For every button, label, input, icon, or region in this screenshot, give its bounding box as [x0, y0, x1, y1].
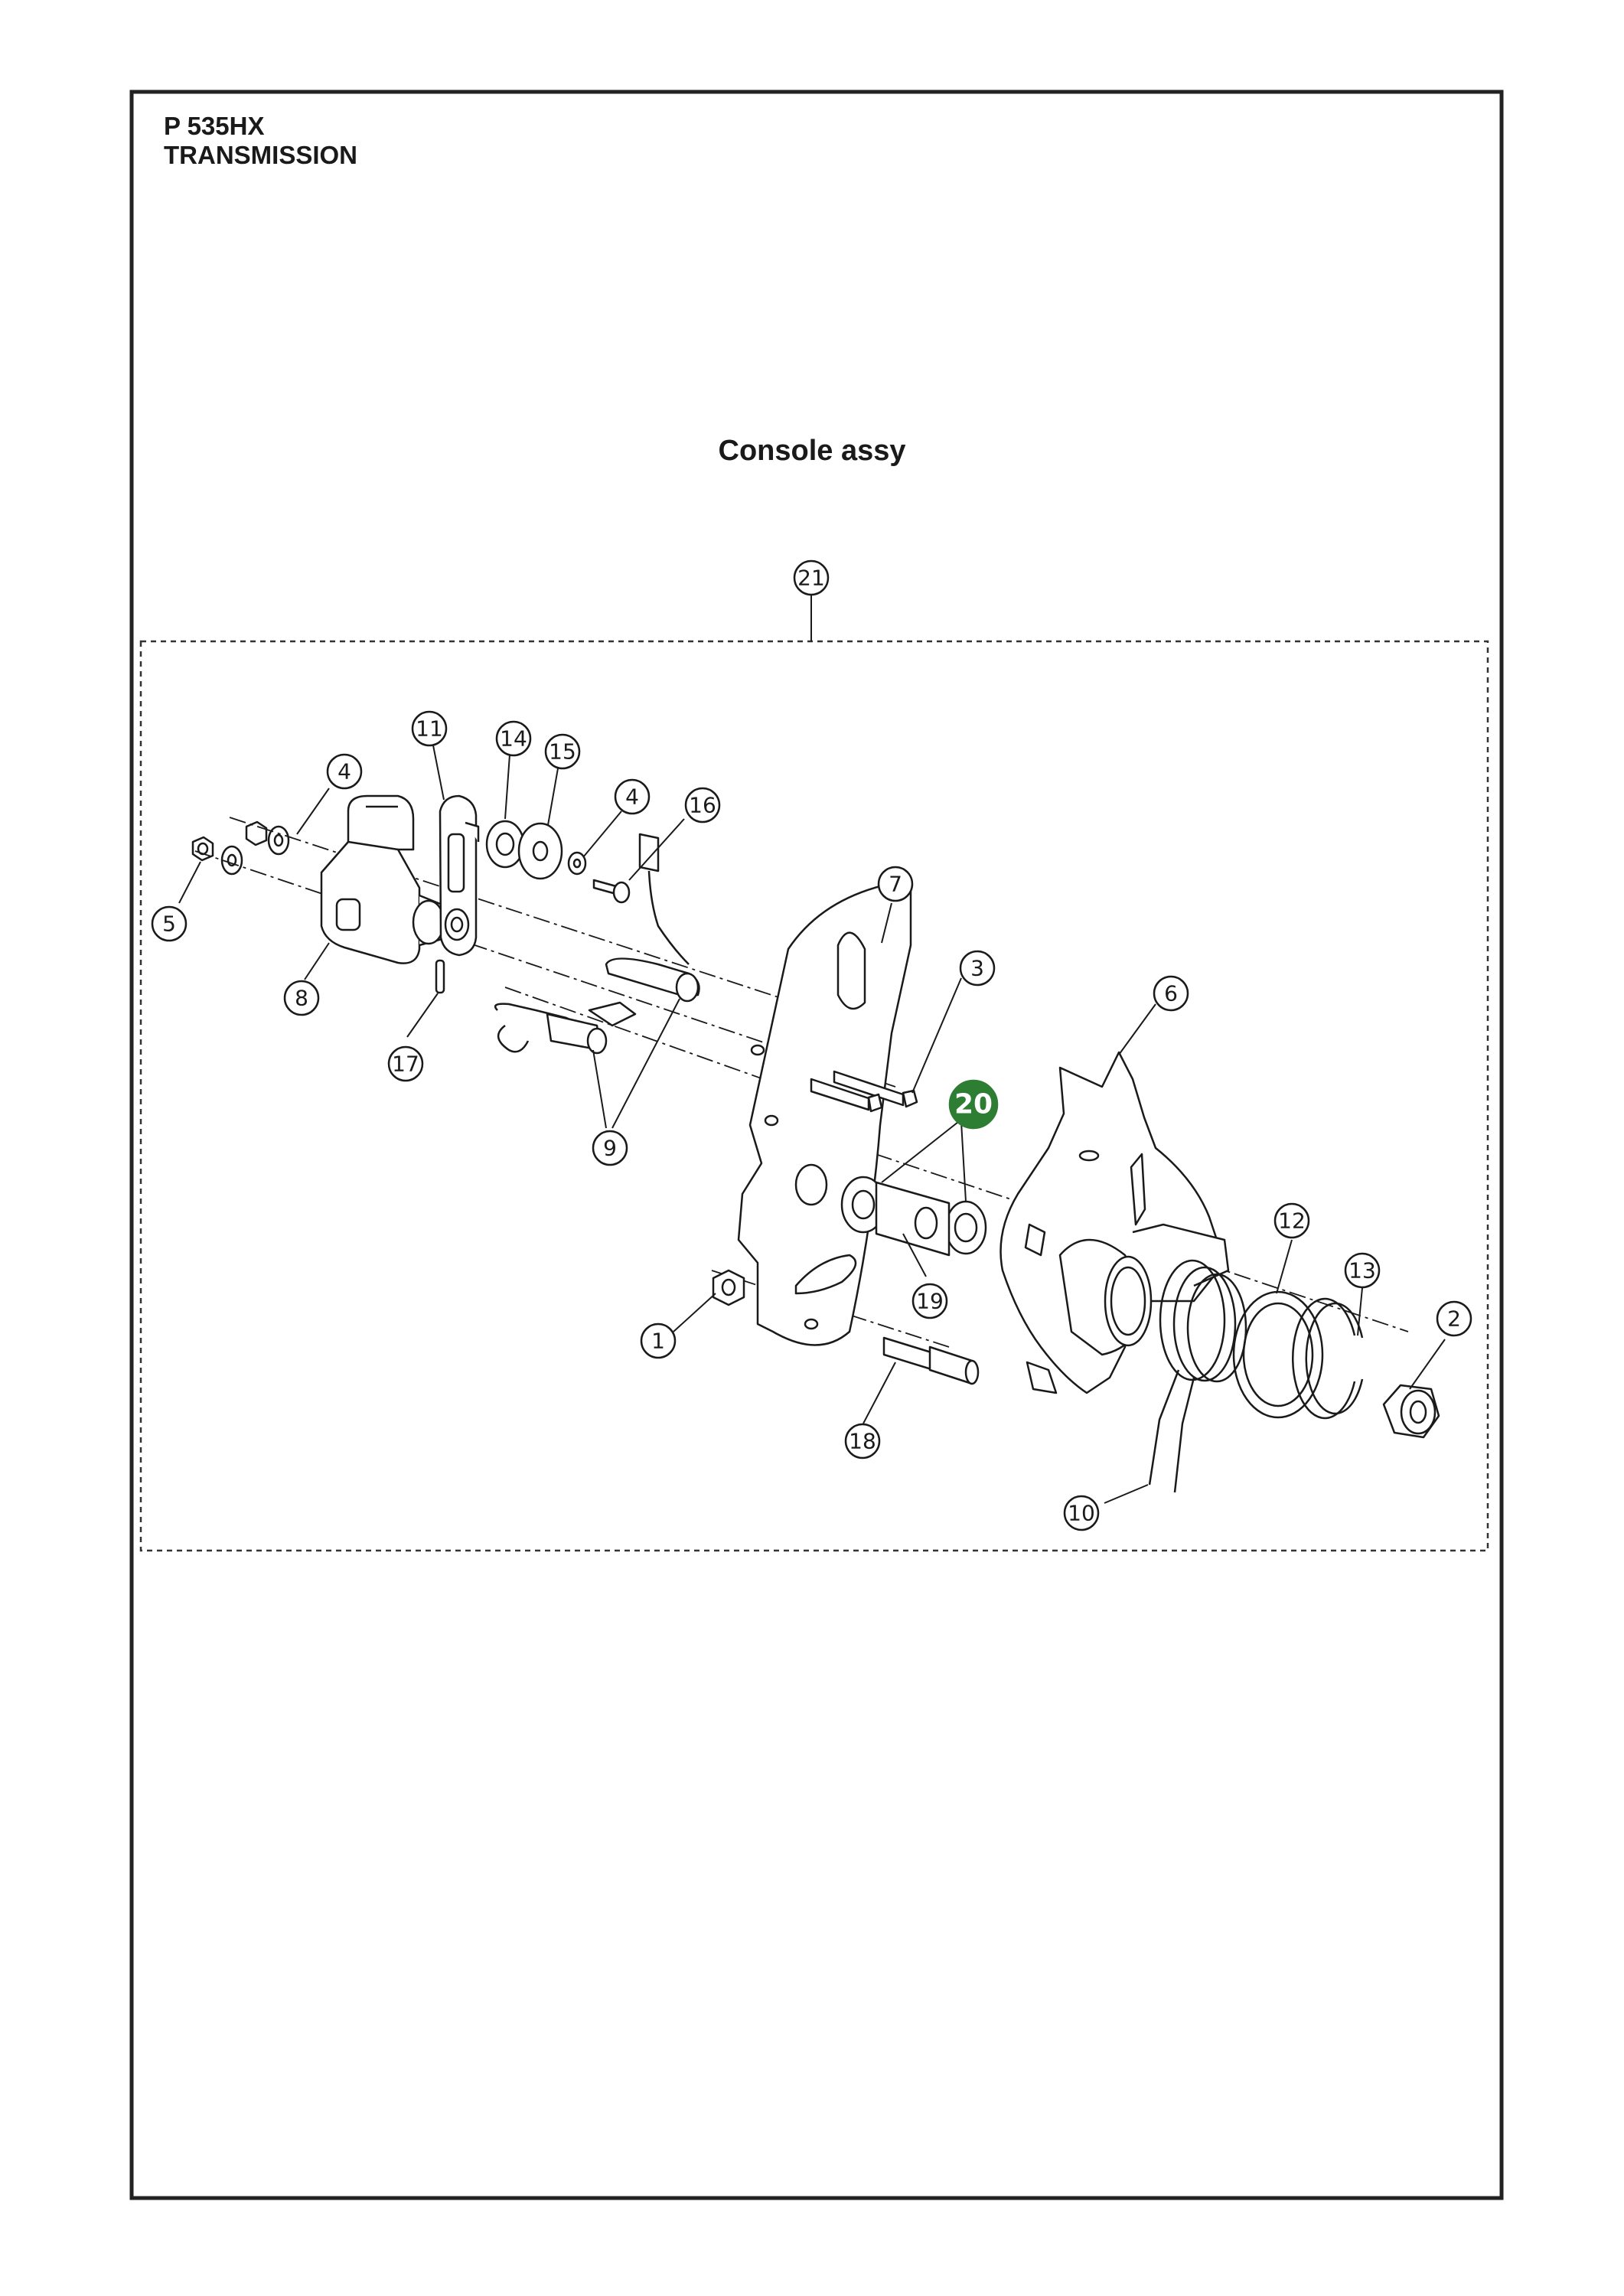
callout: 7: [877, 866, 914, 902]
callout-number: 14: [500, 726, 527, 752]
callout-number: 12: [1278, 1208, 1306, 1234]
callout-number: 7: [889, 872, 902, 897]
callout-circle: [495, 720, 532, 757]
callout-number: 9: [603, 1136, 617, 1161]
callout-circle: [948, 1079, 999, 1130]
callout-number: 1: [651, 1329, 665, 1354]
callout-circle: [911, 1283, 948, 1319]
callout: 5: [151, 905, 188, 942]
nut-part-5: [191, 820, 290, 876]
leader-lines: [178, 595, 1446, 1504]
callout-number: 6: [1164, 981, 1178, 1006]
callout: 11: [411, 710, 448, 747]
pin-part-17: [435, 959, 445, 994]
callout: 8: [283, 980, 320, 1016]
callout-circle: [326, 753, 363, 790]
callout-circle: [959, 950, 996, 987]
callout-number: 19: [916, 1289, 944, 1314]
callout-circle: [1063, 1495, 1100, 1531]
callout-number: 4: [625, 784, 639, 810]
console-plate-part-7: [737, 879, 912, 1346]
switch-part-9: [494, 957, 700, 1055]
callout-circle: [411, 710, 448, 747]
callout: 13: [1344, 1252, 1381, 1289]
callout-circle: [877, 866, 914, 902]
stud-part-18: [882, 1336, 980, 1385]
knob-housing-part-8: [320, 794, 449, 964]
callout-number: 10: [1068, 1501, 1095, 1526]
callout-number: 20: [954, 1089, 993, 1120]
nut-part-1: [712, 1269, 745, 1306]
callout-circle: [1344, 1252, 1381, 1289]
assembly-boundary: [139, 640, 1489, 1552]
callout-circle: [844, 1423, 881, 1459]
model-label: P 535HX: [164, 112, 265, 140]
callout-number: 11: [416, 716, 443, 742]
callout-number: 16: [689, 793, 716, 818]
callout: 15: [544, 733, 581, 770]
callout: 16: [684, 787, 721, 823]
callout-number: 17: [392, 1052, 419, 1077]
sleeve-part-19: [875, 1181, 951, 1257]
callout-circle: [544, 733, 581, 770]
washer-part-15: [517, 822, 563, 880]
hub-part-6: [1058, 1223, 1230, 1356]
callout-number: 15: [549, 739, 576, 765]
callout: 19: [911, 1283, 948, 1319]
washer-part-12: [1232, 1290, 1324, 1419]
callout-highlighted: 20: [948, 1079, 999, 1130]
callout-circle: [1436, 1300, 1472, 1337]
callout: 10: [1063, 1495, 1100, 1531]
callout: 21: [793, 559, 830, 596]
callout: 17: [387, 1045, 424, 1082]
callout-number: 8: [295, 986, 308, 1011]
callout-number: 2: [1447, 1306, 1461, 1332]
callout-number: 18: [849, 1429, 876, 1454]
callout-circle: [793, 559, 830, 596]
screw-part-16: [592, 833, 690, 965]
callout: 9: [592, 1130, 628, 1166]
callout: 4: [326, 753, 363, 790]
callout-circle: [592, 1130, 628, 1166]
link-plate-part-11: [439, 794, 480, 957]
bearing-part-14: [485, 820, 525, 869]
callout: 2: [1436, 1300, 1472, 1337]
callout-layer: 21 11 14 15 4 4 16 5 8 17 7 3 6 9 20 19 1 18 12 13 2 10: [151, 559, 1472, 1531]
callout-circle: [640, 1322, 677, 1359]
callout: 6: [1153, 975, 1189, 1012]
spring-part-10: [1148, 1259, 1247, 1493]
callout-circle: [151, 905, 188, 942]
page-frame: [129, 90, 1504, 2200]
callout-circle: [684, 787, 721, 823]
bolt-part-3: [810, 1070, 918, 1113]
lever-plate-part-6: [1000, 1051, 1226, 1394]
callout: 4: [614, 778, 651, 815]
bearing-part-20: [794, 1163, 987, 1255]
callout: 3: [959, 950, 996, 987]
callout-circle: [614, 778, 651, 815]
locknut-part-2: [1382, 1384, 1440, 1439]
diagram-title: Console assy: [718, 435, 906, 467]
callout-circle: [1153, 975, 1189, 1012]
callout: 18: [844, 1423, 881, 1459]
circlip-part-13: [1292, 1297, 1364, 1420]
callout-number: 5: [162, 912, 176, 937]
callout: 12: [1273, 1202, 1310, 1239]
washer-part-4-right: [567, 851, 587, 876]
callout-circle: [1273, 1202, 1310, 1239]
callout-number: 21: [797, 566, 825, 591]
callout: 1: [640, 1322, 677, 1359]
callout: 14: [495, 720, 532, 757]
callout-circle: [387, 1045, 424, 1082]
callout-number: 4: [338, 759, 351, 784]
section-label: TRANSMISSION: [164, 141, 358, 169]
callout-number: 3: [970, 956, 984, 981]
callout-circle: [283, 980, 320, 1016]
callout-number: 13: [1348, 1258, 1376, 1283]
